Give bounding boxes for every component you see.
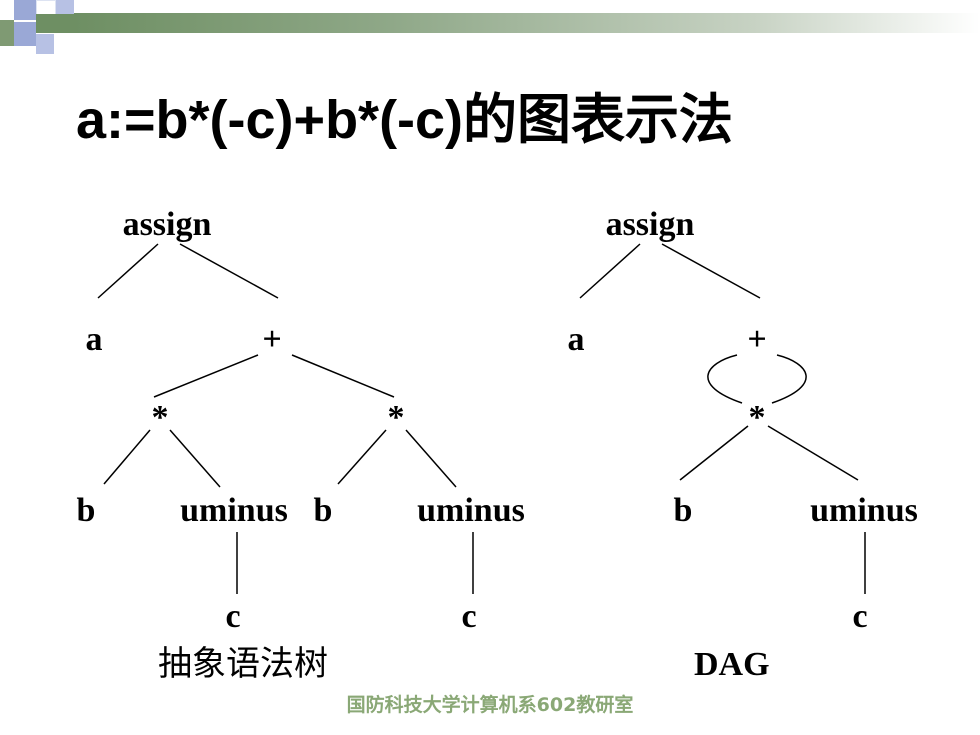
ast-node-assign: assign — [123, 206, 212, 243]
ast-edge-mul-left-b — [103, 429, 151, 485]
corner-square-blue-2 — [56, 0, 74, 14]
corner-square-blue-4 — [36, 34, 54, 54]
dag-edge-plus-mul-right — [771, 354, 807, 404]
ast-node-mul-left: * — [152, 399, 169, 436]
ast-node-plus: + — [262, 321, 281, 358]
ast-edge-plus-mul-right — [291, 354, 395, 398]
corner-square-green-2 — [36, 14, 74, 33]
dag-node-b: b — [674, 492, 693, 529]
ast-caption: 抽象语法树 — [158, 644, 328, 684]
dag-node-c: c — [852, 598, 867, 635]
dag-node-a: a — [568, 321, 585, 358]
dag-node-assign: assign — [606, 206, 695, 243]
slide-title: a:=b*(-c)+b*(-c)的图表示法 — [76, 90, 734, 150]
ast-edge-plus-mul-left — [153, 354, 259, 398]
dag-node-mul: * — [749, 399, 766, 436]
dag-node-plus: + — [747, 321, 766, 358]
corner-square-blue-3 — [14, 22, 36, 46]
ast-node-mul-right: * — [388, 399, 405, 436]
ast-edge-mul-right-uminus — [405, 429, 457, 488]
ast-node-uminus-right: uminus — [417, 492, 525, 529]
ast-node-uminus-left: uminus — [180, 492, 288, 529]
footer-text: 国防科技大学计算机系602教研室 — [346, 694, 634, 716]
dag-caption: DAG — [694, 646, 770, 683]
header-band — [74, 13, 980, 33]
dag-edge-mul-b — [679, 425, 749, 481]
dag-edge-assign-plus — [661, 243, 761, 299]
ast-edge-assign-plus — [179, 243, 279, 299]
ast-node-b-left: b — [77, 492, 96, 529]
ast-node-b-right: b — [314, 492, 333, 529]
ast-node-c-left: c — [225, 598, 240, 635]
dag-edge-plus-mul-left — [707, 354, 743, 404]
dag-node-uminus: uminus — [810, 492, 918, 529]
ast-edge-assign-a — [97, 243, 159, 299]
ast-edge-mul-left-uminus — [169, 429, 221, 488]
ast-node-c-right: c — [461, 598, 476, 635]
corner-square-green-1 — [0, 20, 14, 46]
dag-edge-assign-a — [579, 243, 641, 299]
corner-square-blue-1 — [14, 0, 36, 20]
ast-node-a: a — [86, 321, 103, 358]
ast-edge-mul-right-b — [337, 429, 387, 485]
dag-edge-mul-uminus — [767, 425, 859, 481]
